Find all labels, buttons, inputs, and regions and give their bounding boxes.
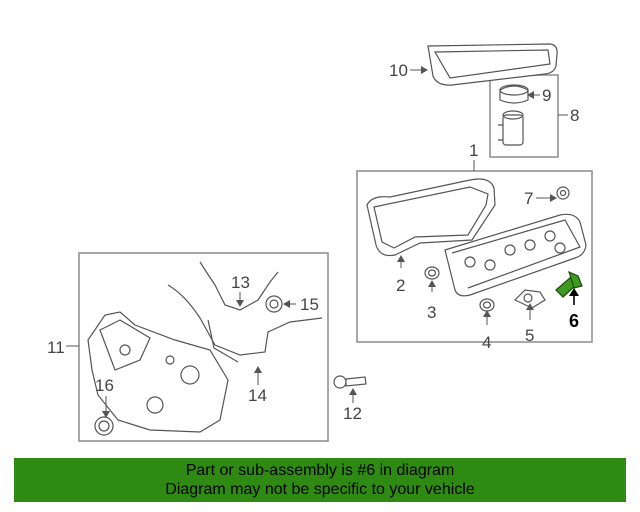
callout-8: 8 bbox=[570, 106, 580, 125]
callout-7: 7 bbox=[524, 189, 534, 208]
grommet-part-7 bbox=[556, 186, 570, 200]
callout-3: 3 bbox=[427, 303, 437, 322]
parts-diagram bbox=[66, 43, 593, 442]
gasket-part-14 bbox=[167, 284, 323, 356]
gasket-part-10 bbox=[427, 43, 558, 86]
seal-part-4 bbox=[479, 298, 495, 312]
valve-cover-gasket-part-2 bbox=[366, 178, 496, 257]
info-banner: Part or sub-assembly is #6 in diagram Di… bbox=[14, 458, 626, 502]
callout-15: 15 bbox=[300, 295, 319, 314]
seal-part-15 bbox=[265, 295, 283, 313]
bolt-part-6 bbox=[555, 270, 583, 298]
callout-11: 11 bbox=[47, 338, 65, 357]
seal-part-3 bbox=[424, 266, 440, 280]
callout-2: 2 bbox=[396, 276, 406, 295]
filler-tube-part-8 bbox=[498, 110, 524, 146]
box-timing-cover-group bbox=[78, 252, 329, 442]
callout-4: 4 bbox=[482, 333, 492, 352]
oil-cap-part-9 bbox=[499, 84, 529, 104]
callout-10: 10 bbox=[389, 61, 408, 80]
callout-14: 14 bbox=[248, 386, 267, 405]
seal-part-16 bbox=[94, 416, 114, 436]
callout-9: 9 bbox=[542, 86, 552, 105]
banner-line-disclaimer: Diagram may not be specific to your vehi… bbox=[165, 481, 475, 498]
gasket-part-13 bbox=[199, 261, 279, 311]
callout-6[interactable]: 6 bbox=[569, 311, 580, 331]
callout-16: 16 bbox=[95, 376, 114, 395]
callout-12: 12 bbox=[343, 404, 362, 423]
callout-5: 5 bbox=[525, 326, 535, 345]
callout-1: 1 bbox=[469, 141, 479, 160]
bolt-part-12 bbox=[333, 375, 367, 389]
valve-cover-part-1 bbox=[444, 213, 587, 297]
banner-line-part: Part or sub-assembly is #6 in diagram bbox=[185, 462, 455, 479]
timing-cover-part-11 bbox=[87, 311, 229, 433]
callout-13: 13 bbox=[231, 273, 250, 292]
